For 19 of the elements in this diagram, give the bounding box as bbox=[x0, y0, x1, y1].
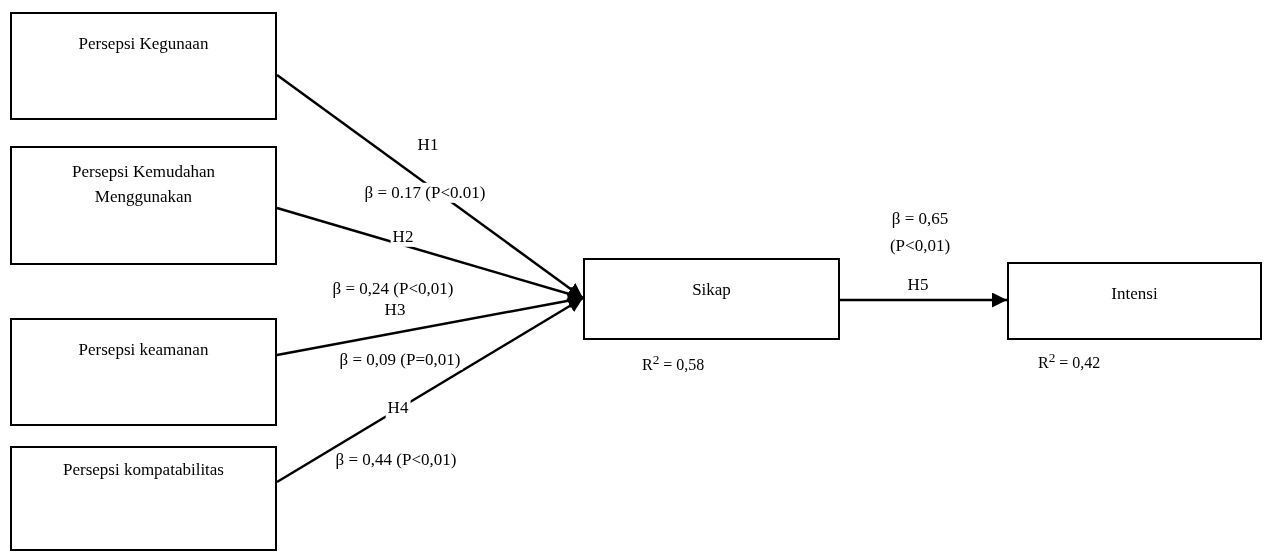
arrow bbox=[276, 296, 584, 484]
construct-label: Sikap bbox=[692, 279, 731, 301]
coefficient-label: β = 0.17 (P<0.01) bbox=[362, 182, 488, 204]
construct-box bbox=[10, 318, 277, 426]
construct-box bbox=[10, 12, 277, 120]
construct-label: Persepsi Kemudahan Menggunakan bbox=[70, 161, 217, 208]
construct-box bbox=[10, 146, 277, 265]
r-squared-label: R$^{2}$ = 0,42 bbox=[1038, 350, 1101, 373]
r-squared-label: R$^{2}$ = 0,58 bbox=[642, 352, 705, 375]
construct-box bbox=[583, 258, 840, 340]
edge-label: H4 bbox=[385, 397, 411, 419]
construct-label: Persepsi keamanan bbox=[78, 339, 209, 361]
construct-label: Persepsi kompatabilitas bbox=[63, 459, 224, 481]
construct-box bbox=[1007, 262, 1262, 340]
arrow bbox=[276, 74, 584, 299]
arrow bbox=[840, 292, 1007, 308]
construct-label: Persepsi Kegunaan bbox=[78, 33, 209, 55]
construct-box bbox=[10, 446, 277, 551]
construct-label: Intensi bbox=[1111, 283, 1158, 305]
